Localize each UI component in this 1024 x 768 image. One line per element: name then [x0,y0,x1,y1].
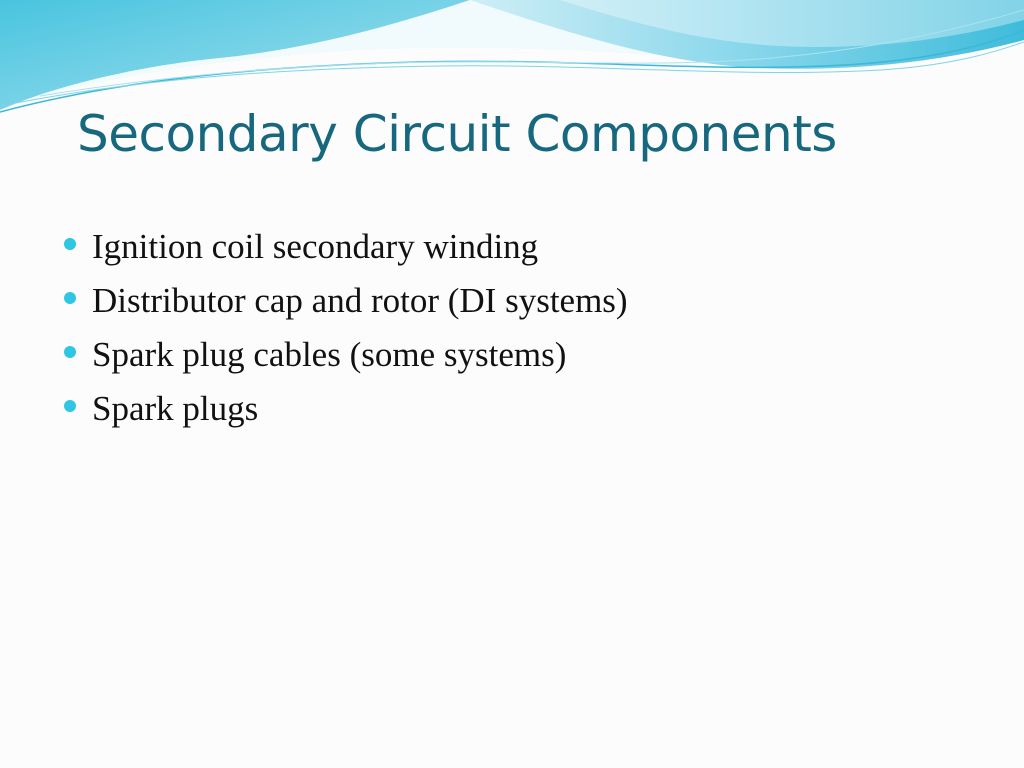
list-item: Spark plugs [64,382,628,436]
list-item: Spark plug cables (some systems) [64,328,628,382]
bullet-dot-icon [64,400,76,412]
wave-right-band [470,0,1024,69]
bullet-list: Ignition coil secondary winding Distribu… [64,220,628,436]
list-item: Ignition coil secondary winding [64,220,628,274]
wave-banner [0,0,1024,113]
list-item: Distributor cap and rotor (DI systems) [64,274,628,328]
wave-left-band [0,0,470,110]
wave-line-2 [0,41,1024,107]
bullet-text: Spark plugs [92,389,259,428]
bullet-dot-icon [64,238,76,250]
wave-line-3 [39,9,1024,97]
bullet-text: Spark plug cables (some systems) [92,335,567,374]
bullet-dot-icon [64,346,76,358]
wave-right-highlight [560,0,1024,47]
slide-title: Secondary Circuit Components [77,105,837,163]
bullet-text: Ignition coil secondary winding [92,227,539,266]
bullet-text: Distributor cap and rotor (DI systems) [92,281,628,320]
bullet-dot-icon [64,292,76,304]
